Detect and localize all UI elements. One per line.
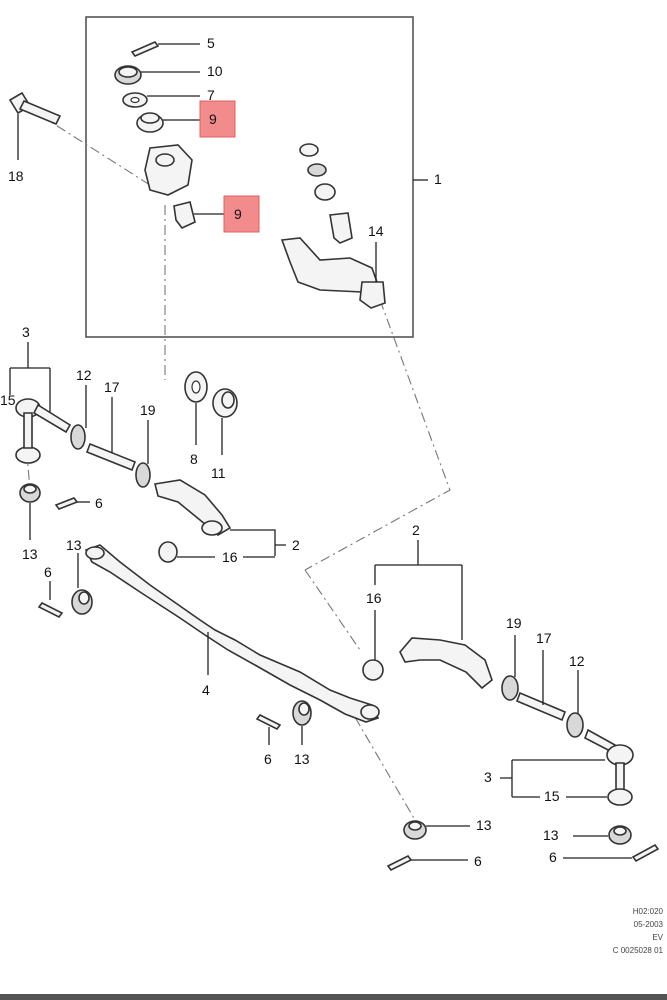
- callout-6-right: 6: [549, 849, 557, 865]
- callout-1: 1: [434, 171, 442, 187]
- clamp-19-left-part: [135, 462, 151, 488]
- nut-13-left-b-part: [71, 589, 93, 615]
- clamp-12-right-part: [566, 712, 584, 738]
- grommet-16-left-part: [158, 541, 178, 563]
- bracket-3-right: [500, 759, 605, 798]
- highlight-9-upper: [199, 100, 236, 138]
- clamp-12-left-part: [70, 424, 86, 450]
- drawing-code: H02:020: [632, 907, 663, 916]
- callout-9-lower: 9: [234, 206, 242, 222]
- callout-12-right: 12: [569, 653, 585, 669]
- castle-nut-part: [114, 65, 142, 85]
- callout-8: 8: [190, 451, 198, 467]
- callout-13-left-b: 13: [66, 537, 82, 553]
- idler-bracket-part: [144, 144, 193, 196]
- callout-16-left: 16: [222, 549, 238, 565]
- callout-6-left: 6: [95, 495, 103, 511]
- nut-13-right-part: [608, 825, 632, 845]
- callout-6-mid: 6: [264, 751, 272, 767]
- bracket-2-left: [230, 529, 286, 556]
- callout-17-left: 17: [104, 379, 120, 395]
- cotter-pin-6-lower-part: [386, 854, 413, 872]
- grommet-16-right-part: [362, 659, 384, 681]
- callout-19-left: 19: [140, 402, 156, 418]
- callout-6-lower: 6: [474, 853, 482, 869]
- drawing-id: C 0025028 01: [612, 946, 663, 955]
- center-link-part: [84, 544, 380, 723]
- drawing-reference: H02:020 05-2003 EV C 0025028 01: [613, 905, 663, 957]
- guide-line-box-right: [304, 299, 451, 571]
- bushing-lower-part: [173, 201, 196, 229]
- callout-15-left: 15: [0, 392, 16, 408]
- cotter-pin-6-mid-part: [255, 713, 282, 731]
- tie-rod-end-right-part: [584, 728, 634, 806]
- washer-part: [122, 92, 148, 108]
- callout-12-left: 12: [76, 367, 92, 383]
- callout-2-right: 2: [412, 522, 420, 538]
- washer-8-part: [184, 371, 208, 403]
- callout-2-left: 2: [292, 537, 300, 553]
- callout-18: 18: [8, 168, 24, 184]
- inset-frame: [85, 16, 414, 338]
- clamp-19-right-part: [501, 675, 519, 701]
- callout-9-upper: 9: [209, 111, 217, 127]
- callout-13-left: 13: [22, 546, 38, 562]
- nut-13-lower-part: [403, 820, 427, 840]
- callout-19-right: 19: [506, 615, 522, 631]
- bolt-18-part: [8, 91, 62, 126]
- idler-arm-stack-part: [280, 143, 386, 309]
- bottom-scrollbar[interactable]: [0, 994, 667, 1000]
- cotter-pin-6-left-b-part: [37, 601, 64, 619]
- callout-13-lower: 13: [476, 817, 492, 833]
- guide-line-right-arm: [304, 569, 361, 651]
- drawing-variant: EV: [652, 933, 663, 942]
- callout-16-right: 16: [366, 590, 382, 606]
- drawing-date: 05-2003: [633, 920, 663, 929]
- callout-3-right: 3: [484, 769, 492, 785]
- cotter-pin-6-left-part: [54, 497, 79, 510]
- callout-7: 7: [207, 87, 215, 103]
- callout-15-right: 15: [544, 788, 560, 804]
- callout-10: 10: [207, 63, 223, 79]
- guide-line-18: [39, 114, 151, 186]
- cotter-pin-part: [130, 41, 160, 57]
- cotter-pin-6-right-part: [631, 843, 660, 863]
- callout-5: 5: [207, 35, 215, 51]
- callout-11: 11: [211, 465, 226, 481]
- nut-13-mid-part: [292, 700, 312, 726]
- callout-3-left: 3: [22, 324, 30, 340]
- callout-4: 4: [202, 682, 210, 698]
- bracket-3-left: [9, 342, 51, 420]
- adjuster-17-left-part: [85, 442, 137, 472]
- callout-13-mid: 13: [294, 751, 310, 767]
- tie-rod-end-left-part: [15, 398, 72, 464]
- callout-13-right: 13: [543, 827, 559, 843]
- nut-13-left-part: [19, 483, 41, 503]
- callout-17-right: 17: [536, 630, 552, 646]
- highlight-9-lower: [223, 195, 260, 233]
- callout-14: 14: [368, 223, 384, 239]
- inner-tie-rod-right-part: [399, 637, 493, 690]
- nut-11-part: [212, 388, 238, 418]
- bracket-2-right: [374, 540, 463, 640]
- adjuster-17-right-part: [515, 691, 567, 722]
- bushing-upper-part: [136, 112, 164, 133]
- inner-tie-rod-left-part: [154, 479, 232, 536]
- guide-line-lower: [344, 699, 416, 821]
- callout-6-left-b: 6: [44, 564, 52, 580]
